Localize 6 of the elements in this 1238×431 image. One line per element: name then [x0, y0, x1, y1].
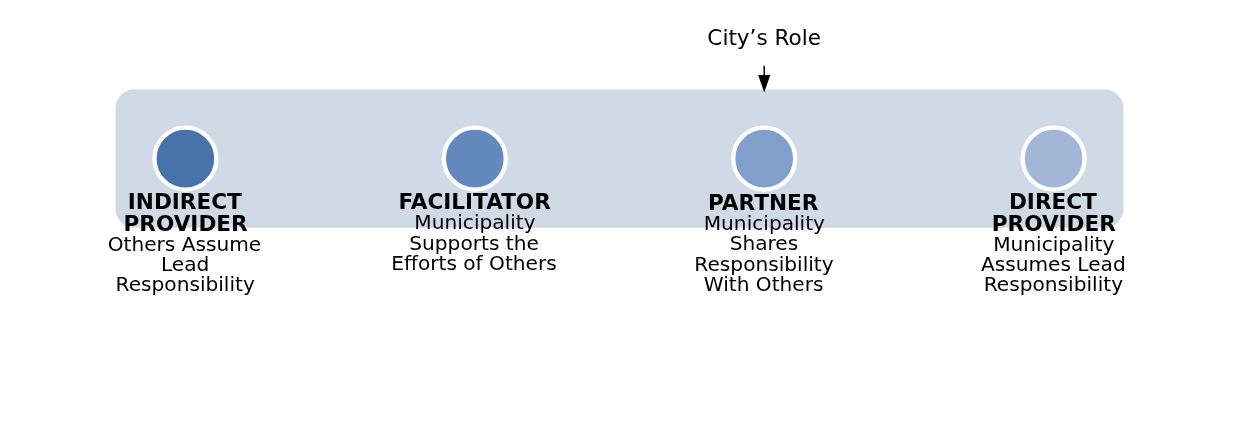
- node-circle: [730, 125, 797, 192]
- node-circle: [1020, 125, 1087, 192]
- node-circle: [151, 125, 218, 192]
- arrow: [757, 65, 770, 93]
- node-circle: [441, 125, 508, 192]
- node-text: City’s Role: [706, 24, 821, 50]
